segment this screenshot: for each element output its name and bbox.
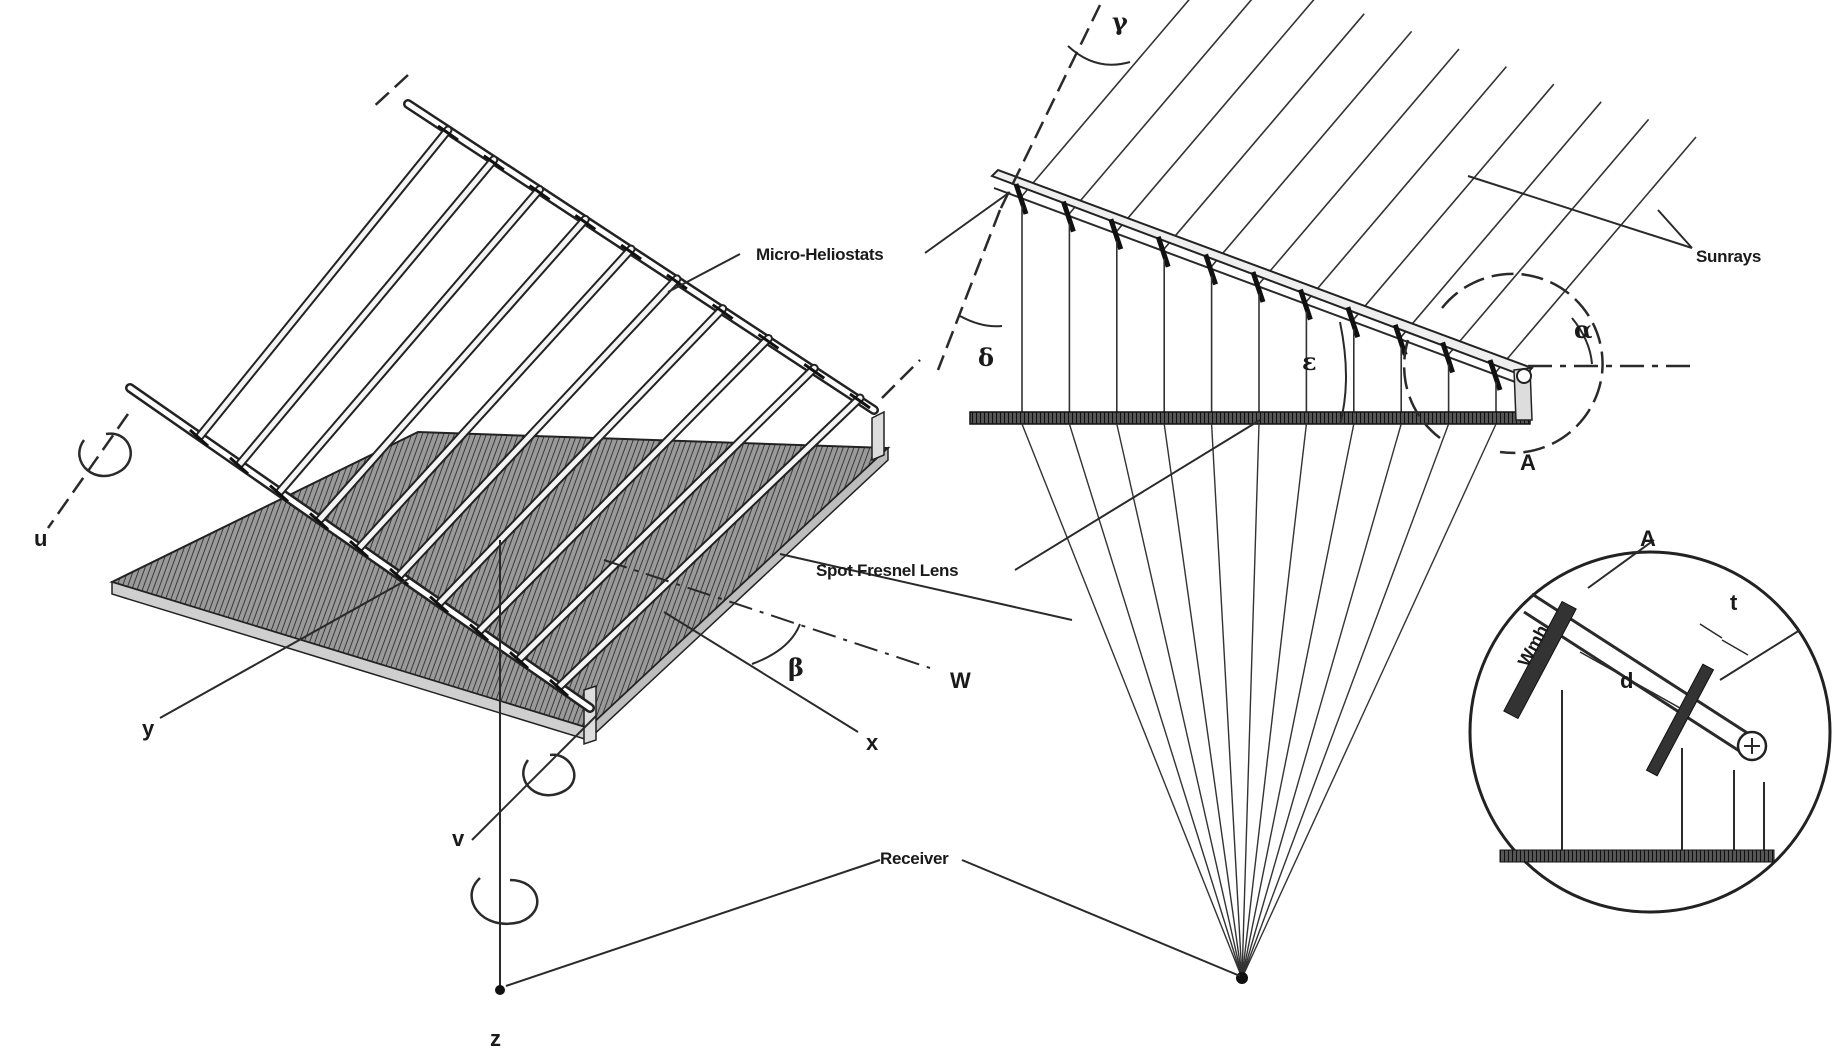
angle-beta-label: β	[788, 653, 804, 682]
angle-epsilon-label: ε	[1302, 347, 1317, 376]
slat-joint-back	[666, 273, 688, 291]
focused-ray	[1210, 423, 1243, 979]
focused-ray	[1241, 423, 1497, 979]
slat-joint-back	[528, 184, 551, 201]
sunray	[1447, 118, 1650, 355]
axis-w-label: W	[950, 668, 971, 693]
sunray	[1116, 0, 1315, 232]
fresnel-lens-section	[969, 411, 1531, 425]
sunray	[1495, 136, 1697, 373]
mirror-slat-face	[277, 187, 543, 495]
mirror-slat-face	[557, 395, 863, 689]
sunray	[1305, 66, 1508, 303]
axis-y-label: y	[142, 716, 155, 741]
focused-ray	[1241, 423, 1308, 979]
mirror-slat-face	[237, 157, 497, 467]
isometric-assembly	[46, 74, 931, 995]
slat-joint-front	[229, 456, 249, 475]
axis-z-label: z	[490, 1026, 501, 1051]
sunray	[1400, 101, 1602, 338]
slat-joint-back	[437, 124, 459, 142]
sunray	[1210, 30, 1413, 267]
receiver-point	[1236, 972, 1248, 984]
mirror-slat-face	[437, 306, 726, 606]
micro-heliostat-mirror	[1061, 200, 1076, 233]
detail-mirror-right	[1645, 663, 1715, 777]
slat-joint-front	[549, 678, 569, 698]
sunrays-label: Sunrays	[1696, 247, 1761, 266]
mirror-slat-face	[477, 335, 771, 633]
detail-mirror-left	[1503, 600, 1577, 720]
micro-heliostat-mirror	[1013, 183, 1029, 215]
slat-joint-front	[309, 512, 329, 531]
micro-heliostat-mirror	[1440, 341, 1455, 374]
heliostat-rail-back-inner	[405, 101, 877, 413]
angle-alpha-label: α	[1574, 315, 1592, 344]
heliostat-rail	[990, 168, 1534, 378]
focused-ray	[1241, 423, 1450, 979]
cross-section	[936, 0, 1697, 984]
spot-fresnel-lens-label: Spot Fresnel Lens	[816, 561, 958, 580]
slat-joint-back	[574, 214, 597, 231]
micro-heliostat-mirror	[1250, 271, 1266, 303]
micro-heliostat-mirror	[1392, 324, 1408, 356]
mirror-slat-face	[357, 246, 634, 550]
axis-v-label: v	[452, 826, 465, 851]
slat-joint-back	[849, 392, 871, 410]
micro-heliostat-mirror	[1203, 253, 1218, 286]
slat-joint-back	[711, 303, 734, 320]
focused-ray	[1163, 423, 1243, 979]
micro-heliostats-label: Micro-Heliostats	[756, 245, 883, 264]
mirror-slat-face	[197, 127, 451, 439]
sunray	[1353, 83, 1555, 320]
slat-joint-front	[509, 651, 529, 670]
sunray	[1021, 0, 1190, 197]
frame-post-right	[871, 410, 885, 462]
micro-heliostat-mirror	[1298, 288, 1313, 321]
angle-gamma-label: γ	[1112, 7, 1128, 36]
slat-joint-back	[803, 362, 826, 380]
micro-heliostat-mirror	[1155, 236, 1171, 268]
dimension-d-label: d	[1620, 668, 1633, 693]
slat-joint-front	[429, 595, 449, 614]
mirror-slat-face	[517, 365, 817, 661]
focused-ray	[1068, 423, 1243, 979]
slat-joint-back	[482, 154, 505, 172]
slat-joint-back	[757, 333, 780, 350]
detail-lens-bar	[1499, 849, 1775, 863]
micro-heliostat-mirror	[1108, 218, 1124, 250]
micro-heliostat-mirror	[1345, 306, 1361, 338]
focused-ray	[1241, 423, 1260, 979]
mirror-slat-face	[317, 216, 588, 522]
slat-joint-front	[189, 428, 209, 448]
dimension-t-label: t	[1730, 590, 1738, 615]
focused-ray	[1241, 423, 1355, 979]
slat-joint-front	[469, 623, 489, 642]
focused-ray	[1116, 423, 1243, 979]
detail-title-a: A	[1640, 526, 1656, 551]
axis-u-label: u	[34, 526, 47, 551]
sunray	[1068, 0, 1253, 215]
focused-ray	[1021, 423, 1243, 979]
slat-joint-front	[389, 567, 409, 587]
detail-circle	[1468, 550, 1832, 914]
frame-post-front	[583, 684, 597, 746]
slat-joint-front	[349, 539, 369, 559]
detail-view-a	[1468, 539, 1832, 914]
mirror-slat-face	[397, 276, 680, 578]
receiver-label: Receiver	[880, 849, 949, 868]
detail-marker-a: A	[1520, 450, 1536, 475]
sunray	[1163, 13, 1365, 250]
focused-ray	[1241, 423, 1402, 979]
angle-delta-label: δ	[978, 343, 994, 372]
slat-joint-back	[620, 243, 642, 261]
axis-x-label: x	[866, 730, 879, 755]
sunray	[1258, 48, 1460, 285]
slat-joint-front	[269, 484, 289, 503]
micro-heliostat-mirror	[1487, 359, 1503, 391]
